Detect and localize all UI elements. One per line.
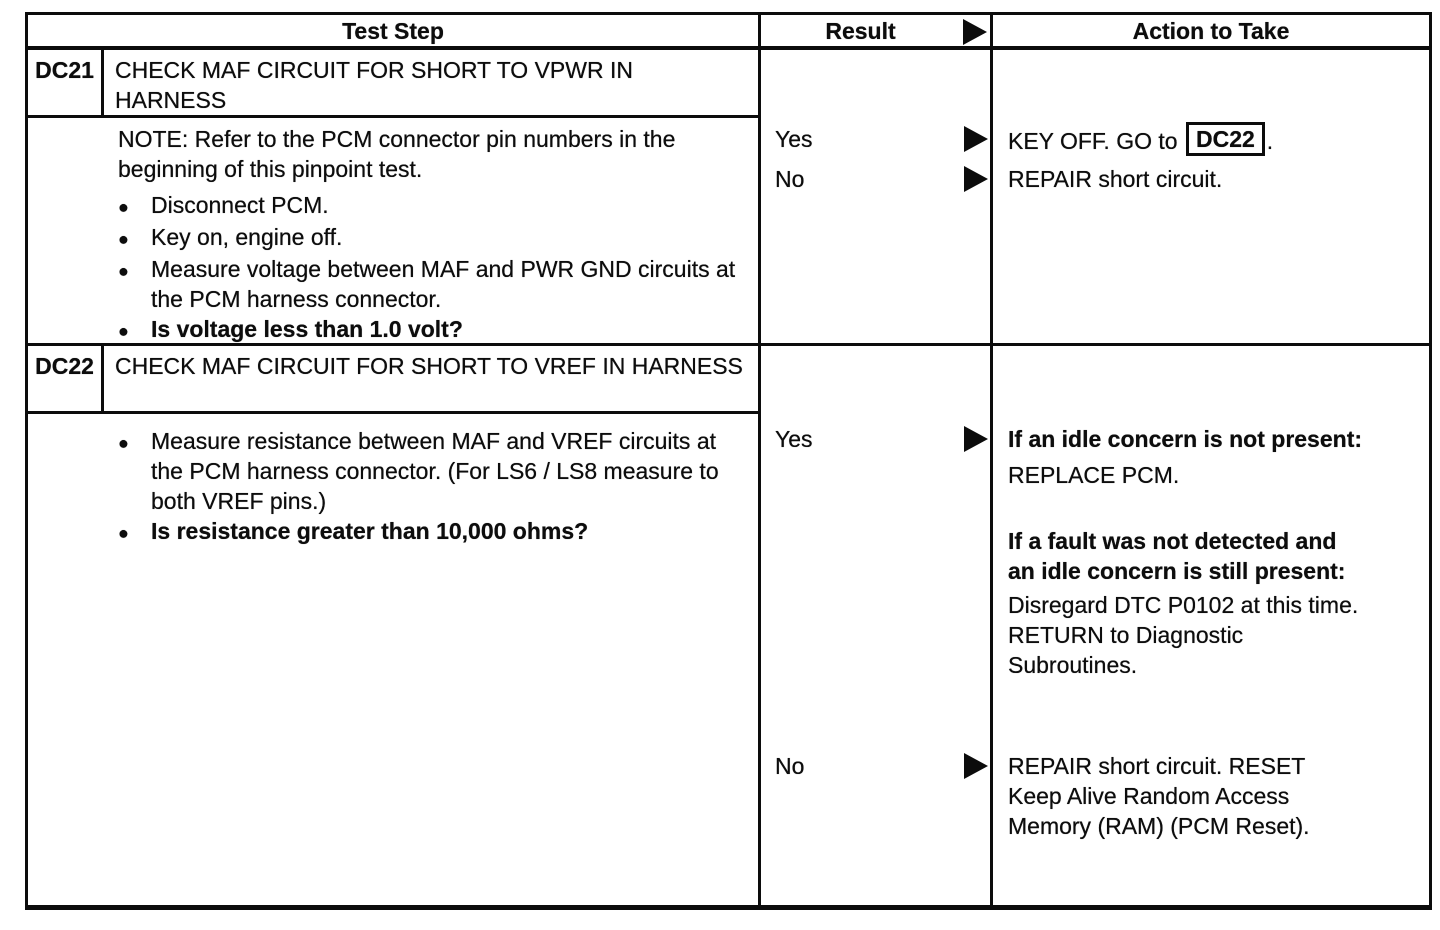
dc21-step-id: DC21 bbox=[28, 50, 104, 115]
header-action-label: Action to Take bbox=[1132, 17, 1290, 44]
bullet-item: Measure voltage between MAF and PWR GND … bbox=[118, 254, 738, 314]
dc21-result-cell: Yes No bbox=[758, 50, 990, 343]
dc22-result-yes: Yes bbox=[775, 424, 990, 454]
bullet-item: Disconnect PCM. bbox=[118, 190, 738, 222]
result-arrow-icon bbox=[964, 166, 988, 192]
result-arrow-icon bbox=[964, 126, 988, 152]
dc22-result-cell: Yes No bbox=[758, 346, 990, 905]
header-cell-result: Result bbox=[758, 15, 990, 46]
dc21-no-action: REPAIR short circuit. bbox=[1008, 166, 1223, 192]
bullet-icon bbox=[118, 516, 151, 548]
dc21-action-cell: KEY OFF. GO to DC22. REPAIR short circui… bbox=[990, 50, 1429, 343]
bullet-icon bbox=[118, 314, 151, 346]
bullet-icon bbox=[118, 190, 151, 222]
bullet-item: Is voltage less than 1.0 volt? bbox=[118, 314, 738, 346]
bullet-question-text: Is resistance greater than 10,000 ohms? bbox=[151, 518, 589, 544]
bullet-item: Is resistance greater than 10,000 ohms? bbox=[118, 516, 738, 548]
dc21-step-instructions: NOTE: Refer to the PCM connector pin num… bbox=[28, 118, 758, 346]
dc21-bullet-list: Disconnect PCM. Key on, engine off. Meas… bbox=[118, 190, 738, 346]
bullet-text: Measure voltage between MAF and PWR GND … bbox=[151, 256, 736, 312]
bullet-text: Measure resistance between MAF and VREF … bbox=[151, 428, 719, 514]
header-cell-test-step: Test Step bbox=[28, 15, 758, 46]
test-step-row-dc22: DC22 CHECK MAF CIRCUIT FOR SHORT TO VREF… bbox=[28, 346, 1429, 905]
dc22-step-reference: DC22 bbox=[1185, 122, 1265, 156]
dc22-step-instructions: Measure resistance between MAF and VREF … bbox=[28, 414, 758, 548]
result-arrow-icon bbox=[964, 426, 988, 452]
result-no-label: No bbox=[775, 753, 805, 779]
bullet-icon bbox=[118, 426, 151, 516]
dc22-no-action: REPAIR short circuit. RESET Keep Alive R… bbox=[1008, 753, 1310, 839]
dc21-step-title: CHECK MAF CIRCUIT FOR SHORT TO VPWR IN H… bbox=[115, 57, 633, 113]
bullet-icon bbox=[118, 222, 151, 254]
bullet-question-text: Is voltage less than 1.0 volt? bbox=[151, 316, 463, 342]
dc21-result-yes: Yes bbox=[775, 124, 990, 154]
dc22-step-title: CHECK MAF CIRCUIT FOR SHORT TO VREF IN H… bbox=[115, 353, 743, 379]
dc22-test-step-cell: DC22 CHECK MAF CIRCUIT FOR SHORT TO VREF… bbox=[28, 346, 758, 905]
action-text: . bbox=[1266, 128, 1274, 154]
dc21-note: NOTE: Refer to the PCM connector pin num… bbox=[118, 126, 676, 182]
result-yes-label: Yes bbox=[775, 426, 813, 452]
result-no-label: No bbox=[775, 166, 805, 192]
dc22-yes-action: If an idle concern is not present: REPLA… bbox=[1008, 424, 1364, 680]
result-arrow-icon bbox=[963, 19, 987, 45]
result-arrow-icon bbox=[964, 753, 988, 779]
action-text: Disregard DTC P0102 at this time. RETURN… bbox=[1008, 592, 1359, 678]
action-condition: If an idle concern is not present: bbox=[1008, 426, 1363, 452]
action-text: REPLACE PCM. bbox=[1008, 462, 1180, 488]
dc22-result-no: No bbox=[775, 751, 990, 781]
dc21-yes-action: KEY OFF. GO to DC22. bbox=[1008, 122, 1364, 158]
header-cell-action-to-take: Action to Take bbox=[990, 15, 1429, 46]
bullet-item: Key on, engine off. bbox=[118, 222, 738, 254]
table-header-row: Test Step Result Action to Take bbox=[28, 15, 1429, 50]
dc21-title-row: DC21 CHECK MAF CIRCUIT FOR SHORT TO VPWR… bbox=[28, 50, 758, 118]
bullet-text: Disconnect PCM. bbox=[151, 192, 329, 218]
dc22-title-row: DC22 CHECK MAF CIRCUIT FOR SHORT TO VREF… bbox=[28, 346, 758, 414]
dc21-result-no: No bbox=[775, 164, 990, 194]
action-text: KEY OFF. GO to bbox=[1008, 128, 1184, 154]
bullet-text: Key on, engine off. bbox=[151, 224, 343, 250]
pinpoint-test-table: Test Step Result Action to Take DC21 CHE… bbox=[25, 12, 1432, 910]
dc22-step-id: DC22 bbox=[28, 346, 104, 411]
bullet-icon bbox=[118, 254, 151, 314]
header-result-label: Result bbox=[825, 17, 896, 44]
dc21-test-step-cell: DC21 CHECK MAF CIRCUIT FOR SHORT TO VPWR… bbox=[28, 50, 758, 343]
dc22-bullet-list: Measure resistance between MAF and VREF … bbox=[118, 426, 738, 548]
test-step-row-dc21: DC21 CHECK MAF CIRCUIT FOR SHORT TO VPWR… bbox=[28, 50, 1429, 346]
action-condition: If a fault was not detected and an idle … bbox=[1008, 528, 1346, 584]
bullet-item: Measure resistance between MAF and VREF … bbox=[118, 426, 738, 516]
header-test-step-label: Test Step bbox=[342, 17, 444, 44]
result-yes-label: Yes bbox=[775, 126, 813, 152]
dc22-action-cell: If an idle concern is not present: REPLA… bbox=[990, 346, 1429, 905]
